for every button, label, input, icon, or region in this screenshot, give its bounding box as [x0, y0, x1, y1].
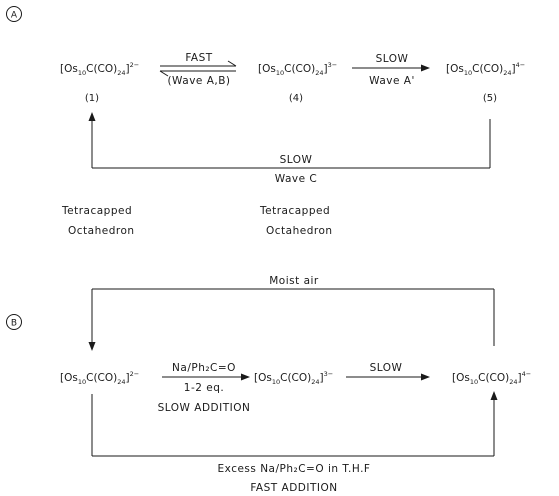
reagent-label: Na/Ph₂C=O — [172, 362, 236, 374]
excess-reagent-label: Excess Na/Ph₂C=O in T.H.F — [218, 463, 371, 475]
arrow-b-left-mid — [162, 373, 250, 381]
compound-1-formula: [Os10C(CO)24]2− — [60, 61, 139, 77]
arrow-b-slow-label: SLOW — [370, 362, 403, 374]
compound-5-formula: [Os10C(CO)24]4− — [446, 61, 525, 77]
moist-air-loop-arrow — [88, 288, 495, 351]
slow-addition-label: SLOW ADDITION — [158, 402, 251, 414]
compound-4-formula: [Os10C(CO)24]3− — [258, 61, 337, 77]
compound-b-right-formula: [Os10C(CO)24]4− — [452, 370, 531, 386]
arrow-4-5 — [352, 64, 430, 72]
compound-b-mid-formula: [Os10C(CO)24]3− — [254, 370, 333, 386]
geometry-4-line1: Tetracapped — [259, 205, 330, 217]
panel-b-letter: B — [11, 319, 17, 329]
arrow-4-5-wave-label: Wave A' — [369, 75, 415, 87]
return-wave-c-label: Wave C — [275, 173, 318, 185]
geometry-4-line2: Octahedron — [266, 225, 333, 237]
compound-4-number: (4) — [289, 93, 303, 104]
return-arrow-5-1 — [88, 112, 491, 169]
fast-addition-loop-arrow — [91, 391, 498, 457]
arrow-4-5-slow-label: SLOW — [376, 53, 409, 65]
moist-air-label: Moist air — [269, 275, 319, 287]
panel-a-letter: A — [11, 11, 18, 21]
compound-5-number: (5) — [483, 93, 497, 104]
equilibrium-arrow-1-4 — [159, 60, 237, 77]
equivalents-label: 1-2 eq. — [184, 382, 224, 394]
arrow-1-4-wave-label: (Wave A,B) — [167, 75, 230, 87]
panel-b-marker: B — [6, 314, 22, 330]
compound-1-number: (1) — [85, 93, 99, 104]
arrow-b-mid-right — [346, 373, 430, 381]
arrow-1-4-fast-label: FAST — [185, 52, 212, 64]
return-slow-label: SLOW — [280, 154, 313, 166]
compound-b-left-formula: [Os10C(CO)24]2− — [60, 370, 139, 386]
fast-addition-label: FAST ADDITION — [250, 482, 337, 494]
panel-a-marker: A — [6, 6, 22, 22]
geometry-1-line2: Octahedron — [68, 225, 135, 237]
geometry-1-line1: Tetracapped — [61, 205, 132, 217]
